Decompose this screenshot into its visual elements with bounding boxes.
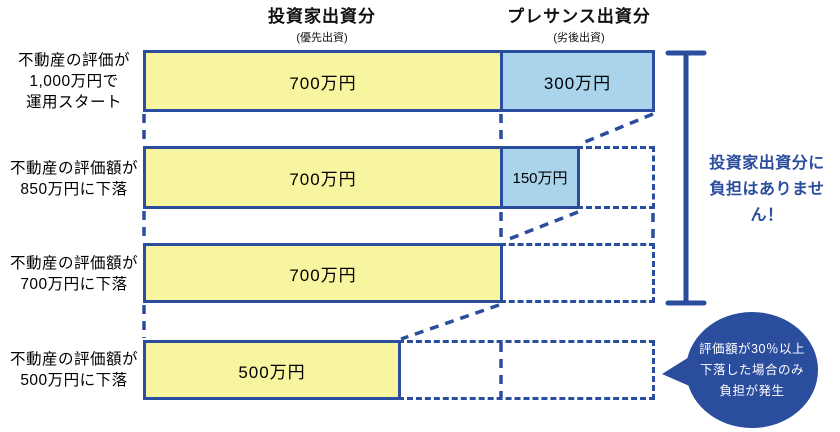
note-line: 負担はありません！ bbox=[709, 181, 825, 224]
bubble-line: 評価額が30％以上 bbox=[699, 341, 805, 356]
row-label-500: 不動産の評価額が 500万円に下落 bbox=[0, 349, 148, 391]
column-title: 投資家出資分 bbox=[268, 7, 376, 26]
bar-investor-row4: 500万円 bbox=[143, 340, 401, 400]
bar-investor-row1: 700万円 bbox=[143, 50, 503, 112]
row-label-line: 不動産の評価額が bbox=[9, 160, 138, 177]
bar-investor-row2: 700万円 bbox=[143, 146, 503, 209]
row-label-line: 700万円に下落 bbox=[20, 276, 128, 293]
column-header-presence: プレサンス出資分 (劣後出資) bbox=[489, 2, 669, 45]
row-label-line: 運用スタート bbox=[25, 94, 122, 111]
right-bracket bbox=[665, 50, 707, 306]
bar-lost-row3 bbox=[500, 243, 655, 303]
column-subtitle: (劣後出資) bbox=[553, 32, 605, 44]
row-label-line: 不動産の評価額が bbox=[9, 351, 138, 368]
row-label-line: 850万円に下落 bbox=[20, 181, 128, 198]
row-label-line: 不動産の評価額が bbox=[9, 255, 138, 272]
bar-presence-row2: 150万円 bbox=[500, 146, 580, 209]
bubble-line: 下落した場合のみ bbox=[699, 362, 804, 377]
investor-no-burden-note: 投資家出資分に 負担はありません！ bbox=[694, 151, 840, 229]
row-label-start: 不動産の評価が 1,000万円で 運用スタート bbox=[0, 50, 148, 113]
column-header-investor: 投資家出資分 (優先出資) bbox=[232, 2, 412, 45]
dashed-connectors bbox=[142, 112, 655, 397]
bar-presence-row1: 300万円 bbox=[500, 50, 655, 112]
bubble-line: 負担が発生 bbox=[719, 383, 785, 398]
note-line: 投資家出資分に bbox=[709, 155, 825, 172]
bar-investor-row3: 700万円 bbox=[143, 243, 503, 303]
row-label-700: 不動産の評価額が 700万円に下落 bbox=[0, 253, 148, 295]
bar-lost-row4 bbox=[398, 340, 655, 400]
bar-lost-row2 bbox=[577, 146, 655, 209]
row-label-850: 不動産の評価額が 850万円に下落 bbox=[0, 158, 148, 200]
column-title: プレサンス出資分 bbox=[507, 7, 651, 26]
row-label-line: 1,000万円で bbox=[29, 73, 119, 90]
column-subtitle: (優先出資) bbox=[296, 32, 348, 44]
row-label-line: 不動産の評価が bbox=[17, 52, 130, 69]
row-label-line: 500万円に下落 bbox=[20, 372, 128, 389]
burden-condition-bubble: 評価額が30％以上 下落した場合のみ 負担が発生 bbox=[686, 312, 818, 428]
